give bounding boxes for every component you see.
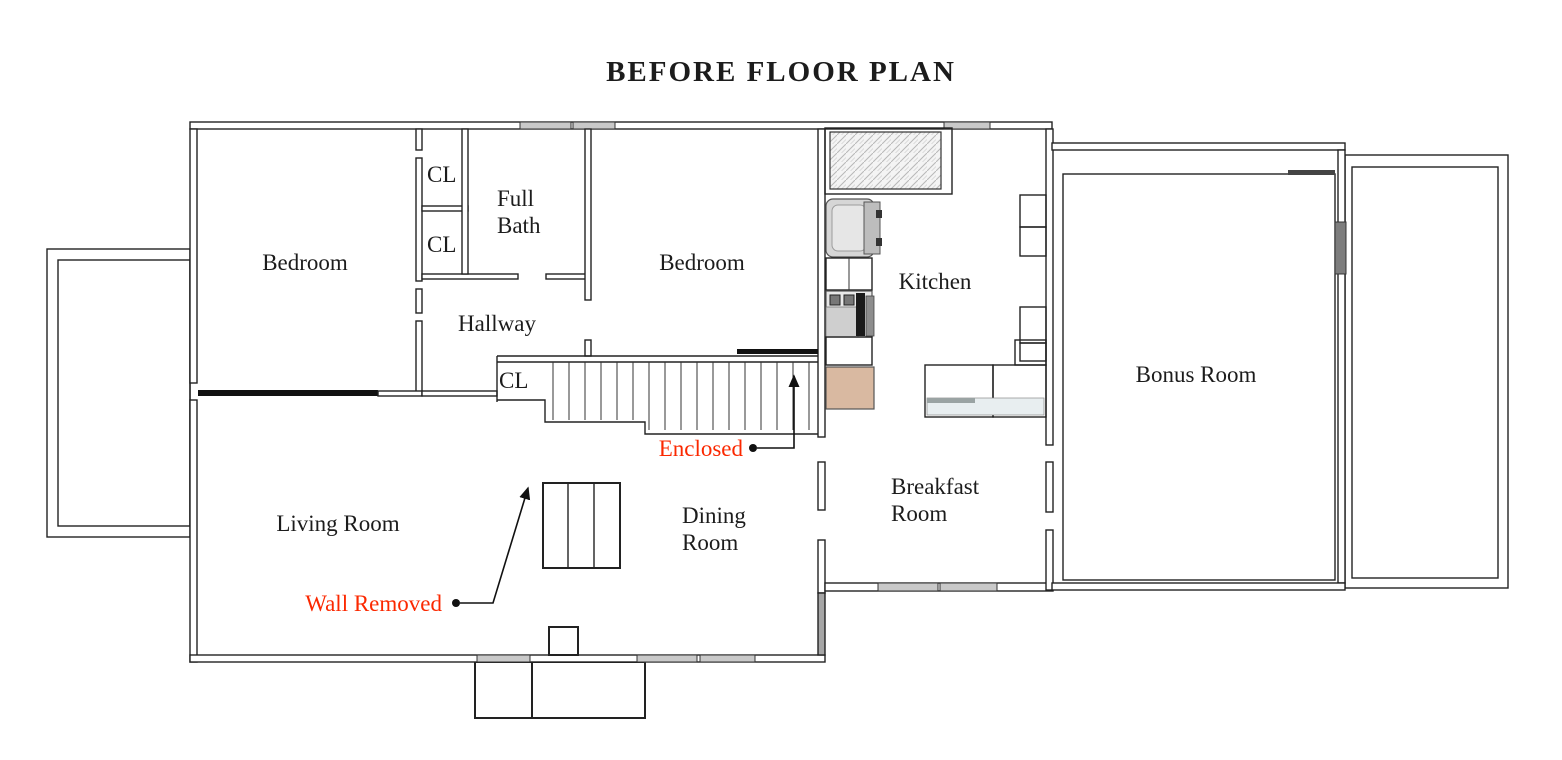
- annotation-arrows: [452, 374, 800, 607]
- window: [939, 582, 998, 592]
- page-title: BEFORE FLOOR PLAN: [606, 56, 956, 88]
- right-deck: [1344, 154, 1509, 589]
- pantry-cabinet: [825, 366, 875, 410]
- room-label-kitchen: Kitchen: [898, 269, 972, 294]
- room-label-stair-closet: CL: [499, 368, 529, 393]
- room-label-closet-top: CL: [427, 162, 457, 187]
- exterior-door: [1334, 221, 1347, 275]
- chimney: [548, 626, 579, 656]
- annotation-enclosed: Enclosed: [658, 436, 743, 461]
- enclosed-wall: [737, 349, 818, 354]
- window: [877, 582, 939, 592]
- hatched-counter: [829, 131, 942, 190]
- room-label-bedroom-left: Bedroom: [262, 250, 348, 275]
- thick-wall: [198, 390, 378, 396]
- kitchen-fixtures: [824, 127, 1047, 418]
- window: [476, 654, 531, 663]
- window: [699, 654, 756, 663]
- stove: [825, 290, 875, 338]
- room-label-hallway: Hallway: [458, 311, 536, 336]
- room-label-closet-middle: CL: [427, 232, 457, 257]
- room-label-living-room: Living Room: [276, 511, 400, 536]
- window: [636, 654, 698, 663]
- enclosed-arrow: [749, 374, 800, 452]
- window: [519, 121, 572, 130]
- annotation-wall-removed: Wall Removed: [305, 591, 442, 616]
- interior-walls: [198, 128, 818, 397]
- peninsula-counter: [924, 339, 1047, 418]
- stair-treads: [552, 362, 810, 430]
- window: [572, 121, 616, 130]
- room-label-breakfast-room: Breakfast Room: [891, 474, 980, 526]
- gray-wall-segment: [817, 592, 826, 656]
- refrigerator: [825, 198, 882, 258]
- left-deck: [46, 248, 191, 538]
- room-label-bonus-room: Bonus Room: [1135, 362, 1257, 387]
- door-header: [1288, 170, 1335, 175]
- windows: [476, 121, 998, 663]
- kitchen-cabinets: [1019, 194, 1047, 362]
- wall-removed-arrow: [452, 486, 531, 607]
- staircase: [496, 355, 818, 435]
- room-label-dining-room: Dining Room: [682, 503, 746, 555]
- room-label-full-bath: Full Bath: [497, 186, 541, 238]
- bonus-room-walls: [1062, 170, 1347, 581]
- window: [943, 121, 991, 130]
- dining-furniture: [542, 482, 621, 569]
- room-label-bedroom-center: Bedroom: [659, 250, 745, 275]
- front-porch: [474, 661, 646, 719]
